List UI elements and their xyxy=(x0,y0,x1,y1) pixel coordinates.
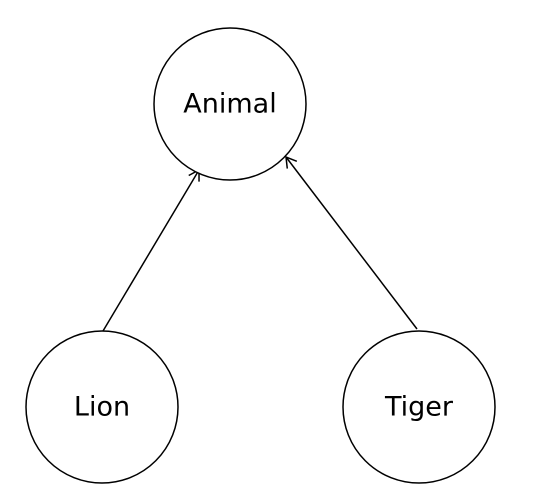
edge-tiger-to-animal xyxy=(285,155,418,330)
node-tiger: Tiger xyxy=(342,330,496,484)
node-animal-label: Animal xyxy=(183,89,276,120)
node-animal: Animal xyxy=(153,27,307,181)
node-tiger-label: Tiger xyxy=(384,392,454,423)
node-tiger-circle xyxy=(342,330,496,484)
node-lion: Lion xyxy=(25,330,179,484)
node-animal-circle xyxy=(153,27,307,181)
node-lion-label: Lion xyxy=(74,392,130,423)
edge-lion-to-animal xyxy=(102,168,200,332)
node-lion-circle xyxy=(25,330,179,484)
